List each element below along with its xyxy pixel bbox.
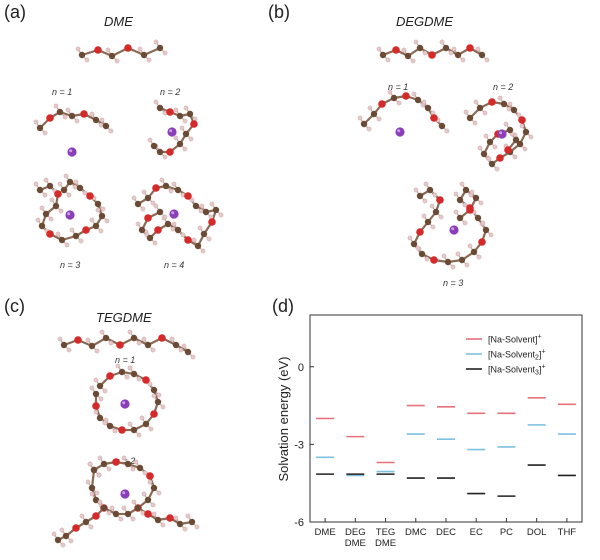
x-tick-label: DMC <box>405 527 427 538</box>
chart-y-axis-label: Solvation energy (eV) <box>276 356 291 481</box>
n-label-tegdme-1: n = 1 <box>115 355 136 365</box>
chart-plot-frame <box>309 314 583 523</box>
panel-label-b: (b) <box>268 2 290 22</box>
panel-label-a: (a) <box>4 2 26 22</box>
panel-label-c: (c) <box>4 296 25 316</box>
x-tick-label: DME <box>375 538 396 549</box>
legend-label: [Na-Solvent3]+ <box>488 364 546 377</box>
x-tick-label: THF <box>558 527 577 538</box>
y-tick-label: -6 <box>294 517 304 529</box>
n-label-dme-4: n = 4 <box>164 260 185 270</box>
x-tick-label: DME <box>345 538 366 549</box>
molecule-title-dme: DME <box>104 14 133 29</box>
x-tick-label: PC <box>500 527 513 538</box>
n-label-dme-1: n = 1 <box>52 87 73 97</box>
molecule-title-tegdme: TEGDME <box>96 310 152 325</box>
legend-label: [Na-Solvent]+ <box>488 334 542 345</box>
y-tick-label: 0 <box>298 362 304 374</box>
n-label-dme-3: n = 3 <box>60 260 81 270</box>
x-tick-label: DEG <box>345 527 366 538</box>
n-label-degdme-1: n = 1 <box>388 82 409 92</box>
molecule-title-degdme: DEGDME <box>396 14 454 29</box>
x-tick-label: EC <box>470 527 483 538</box>
n-label-dme-2: n = 2 <box>160 87 181 97</box>
n-label-degdme-2: n = 2 <box>493 82 514 92</box>
x-tick-label: DME <box>315 527 336 538</box>
legend-label: [Na-Solvent2]+ <box>488 349 546 362</box>
x-tick-label: DOL <box>527 527 547 538</box>
x-tick-label: DEC <box>436 527 456 538</box>
x-tick-label: TEG <box>376 527 396 538</box>
y-tick-label: -3 <box>294 439 304 451</box>
panel-label-d: (d) <box>272 296 294 316</box>
n-label-degdme-3: n = 3 <box>443 278 464 288</box>
